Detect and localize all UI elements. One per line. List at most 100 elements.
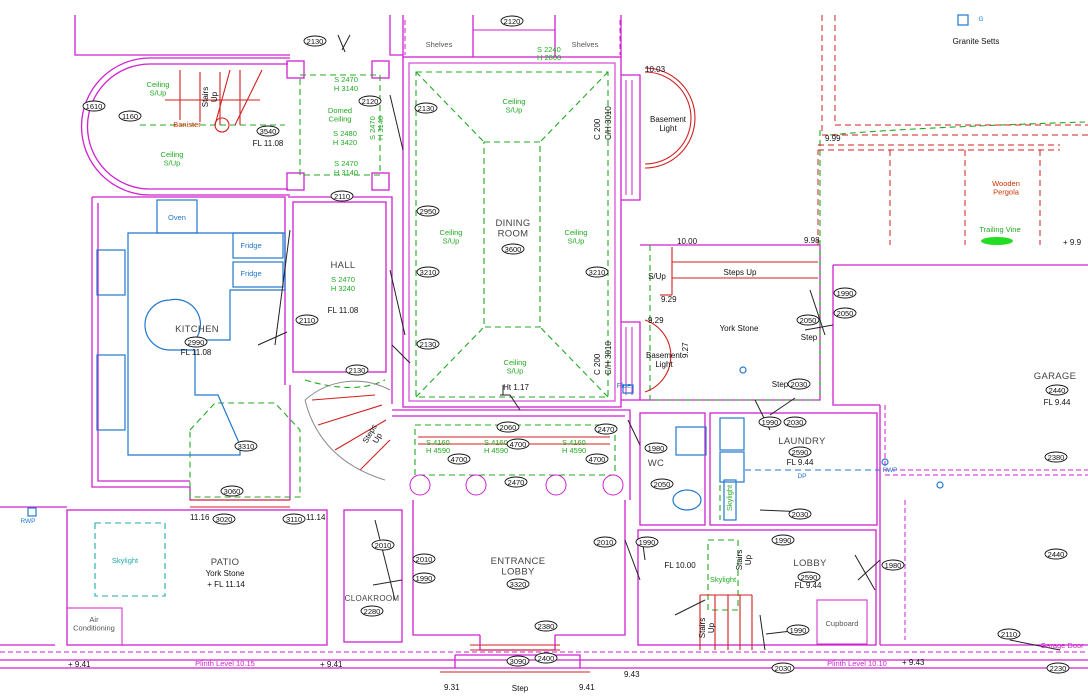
dim-2030-laundry: 2030	[787, 418, 804, 427]
dim-3540: 3540	[260, 127, 277, 136]
dim-2230: 2230	[1050, 664, 1067, 673]
dim-3600: 3600	[505, 245, 522, 254]
dim-1990-lobby: 1990	[775, 536, 792, 545]
dim-2130-dining-low: 2130	[420, 340, 437, 349]
lvl-931: 9.31	[444, 683, 460, 692]
dimension-badges: 2120 2130 2120 2130 3540 1610 1160 2110 …	[82, 15, 1070, 674]
label-banister: Banister	[173, 120, 201, 129]
step-garden: Step	[801, 333, 818, 342]
dim-2110-kitchen: 2110	[299, 316, 315, 325]
ceiling-ch3010b: C/H 3010	[604, 341, 613, 375]
kitchen-fixtures	[27, 14, 969, 521]
s-up-garden: S/Up	[648, 272, 666, 281]
ceiling-vert-s: S 2470	[368, 116, 377, 140]
ceiling-h3140a: H 3140	[334, 84, 358, 93]
door-swings	[257, 34, 1061, 651]
dim-3090: 3090	[510, 657, 527, 666]
label-cupboard: Cupboard	[826, 619, 859, 628]
lvl-941c: 9.41	[579, 683, 595, 692]
ceiling-ch3010a: C/H 3010	[604, 106, 613, 140]
room-wc: WC	[648, 458, 664, 469]
dim-2470-lobby: 2470	[508, 478, 525, 487]
fl-lobby-left: FL 10.00	[664, 561, 696, 570]
lvl-943a: 9.43	[624, 670, 640, 679]
lvl-929b: 9.29	[648, 316, 664, 325]
dim-1990-right: 1990	[639, 538, 656, 547]
dim-3210-right: 3210	[589, 268, 606, 277]
dim-2380-garage: 2380	[1048, 453, 1065, 462]
room-kitchen: KITCHEN	[175, 324, 219, 335]
dim-2440-garage-low: 2440	[1048, 550, 1065, 559]
ceiling-vert-h: H 3140	[376, 116, 385, 140]
floor-levels: FL 11.08 FL 11.08 FL 11.08 + FL 11.14 FL…	[181, 139, 1071, 590]
walls	[0, 15, 1088, 669]
label-skylight-lobby: Skylight	[710, 575, 737, 584]
ceiling-lobby2-h: H 4590	[484, 446, 508, 455]
room-patio: PATIO	[211, 557, 240, 568]
dim-2110-garage: 2110	[1001, 630, 1017, 639]
dim-3020: 3020	[216, 515, 233, 524]
ceiling-lobby3-s: S 4160	[562, 438, 586, 447]
dim-2280: 2280	[364, 607, 381, 616]
ceiling-s2470a: S 2470	[334, 75, 358, 84]
dim-3110: 3110	[286, 515, 302, 524]
lvl-1000: 10.00	[677, 237, 698, 246]
room-cloakroom: CLOAKROOM	[345, 594, 400, 603]
dim-2050-step: 2050	[800, 316, 817, 325]
label-york-stone-garden: York Stone	[720, 324, 759, 333]
fl-laundry: FL 9.44	[787, 458, 814, 467]
dim-2050-garden: 2050	[837, 309, 854, 318]
red-features	[165, 15, 1088, 673]
lvl-941b: + 9.41	[320, 660, 343, 669]
ceiling-outlines	[140, 71, 1086, 611]
lvl-99: + 9.9	[1063, 238, 1082, 247]
ceiling-lobby3-h: H 4590	[562, 446, 586, 455]
label-shelves-left: Shelves	[426, 40, 453, 49]
stairs-up-top: StairsUp	[201, 87, 219, 107]
label-g-marker: G	[978, 16, 983, 23]
dim-2010-lobby: 2010	[416, 555, 433, 564]
dim-2110-hall: 2110	[334, 192, 350, 201]
label-trailing-vine: Trailing Vine	[979, 225, 1020, 234]
ceiling-shelf-h: H 2800	[537, 53, 561, 62]
room-hall: HALL	[331, 260, 356, 271]
ceiling-s2470b: S 2470	[334, 159, 358, 168]
label-rwp-right: RWP	[882, 467, 897, 474]
label-flue: Flue	[617, 381, 632, 390]
label-york-stone-patio: York Stone	[206, 569, 245, 578]
plinth-level-right: Plinth Level 10.10	[827, 659, 887, 668]
stairs-up-lobby: StairsUp	[735, 550, 753, 570]
dim-2590-lobby: 2590	[801, 573, 818, 582]
lvl-941a: + 9.41	[68, 660, 91, 669]
label-shelves-right: Shelves	[572, 40, 599, 49]
ceiling-domed-s: S 2480	[333, 129, 357, 138]
fl-lobby: FL 9.44	[795, 581, 822, 590]
dim-3210-left: 3210	[420, 268, 437, 277]
dim-2950: 2950	[420, 207, 437, 216]
dim-1990-laundry: 1990	[762, 418, 779, 427]
dim-4700-c: 4700	[589, 455, 606, 464]
dim-2440-garage: 2440	[1049, 386, 1066, 395]
dim-1990-lobby-low: 1990	[790, 626, 807, 635]
lvl-929: 9.29	[661, 295, 677, 304]
ceiling-lobby1-s: S 4160	[426, 438, 450, 447]
dim-1990-garden: 1990	[837, 289, 854, 298]
ceiling-domed-h: H 3420	[333, 138, 357, 147]
label-skylight-patio: Skylight	[112, 556, 139, 565]
steps-up-hall: StepsUp	[361, 423, 387, 450]
dim-4700-a: 4700	[451, 455, 468, 464]
lvl-1116: 11.16	[190, 513, 210, 522]
skylight-patio-frame	[94, 522, 166, 597]
dim-3320: 3320	[510, 580, 527, 589]
dim-1160: 1160	[122, 112, 138, 121]
spot-levels: 10.03 9.99 10.00 9.98 + 9.9 9.29 9.29 9.…	[68, 65, 1082, 692]
label-granite-setts: Granite Setts	[953, 37, 1000, 46]
